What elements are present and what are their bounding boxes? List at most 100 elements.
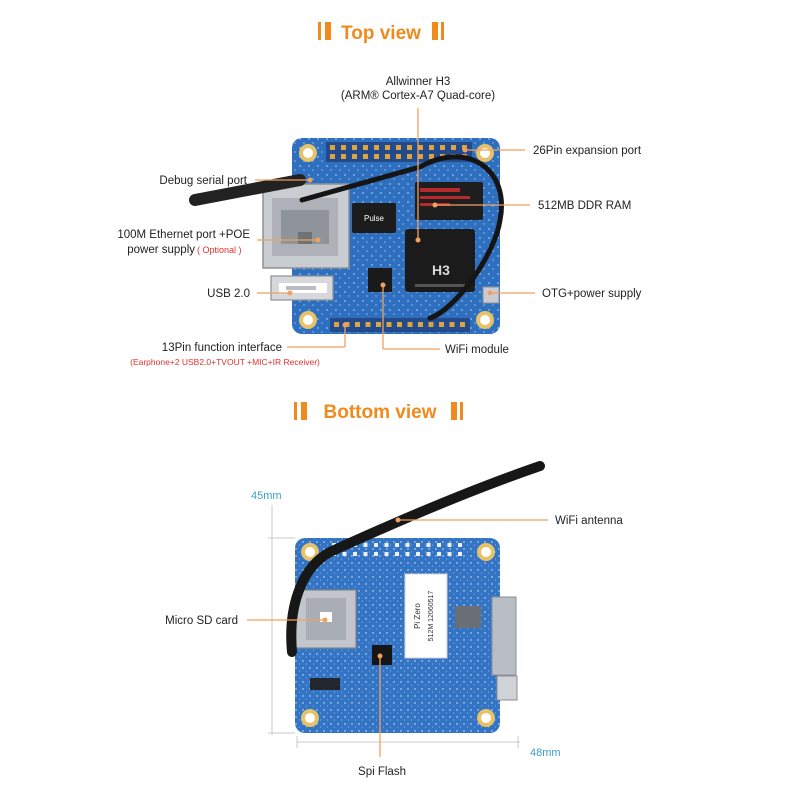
header-pin — [352, 145, 357, 150]
header-pad — [374, 543, 378, 547]
header-pin — [407, 154, 412, 159]
ethernet-label-line2: power supply — [127, 244, 195, 256]
cpu-label-line2: (ARM® Cortex-A7 Quad-core) — [341, 90, 495, 102]
function-pin — [460, 322, 465, 327]
header-pad — [342, 552, 347, 556]
ram-label: 512MB DDR RAM — [538, 200, 631, 212]
header-pin — [363, 154, 368, 159]
bottom-antenna — [286, 461, 545, 657]
bottom-labels: WiFi antenna Micro SD card Spi Flash — [165, 515, 623, 778]
function-pin — [355, 322, 360, 327]
header-pad — [416, 552, 420, 556]
function-label-line1: 13Pin function interface — [162, 342, 282, 354]
usb-port — [270, 275, 334, 301]
h3-soc: H3 — [405, 229, 475, 292]
height-dimension-label: 48mm — [530, 747, 561, 759]
debug-label: Debug serial port — [159, 175, 247, 187]
top-labels: Allwinner H3 (ARM® Cortex-A7 Quad-core) … — [117, 76, 642, 367]
function-header — [330, 318, 470, 332]
function-pin — [334, 322, 339, 327]
header-pin — [429, 145, 434, 150]
header-pad — [458, 543, 462, 547]
width-dimension-label: 45mm — [251, 490, 282, 502]
ethernet-side — [491, 596, 517, 676]
cpu-label-line1: Allwinner H3 — [386, 76, 451, 88]
header-pin — [407, 145, 412, 150]
pulse-marking: Pulse — [364, 214, 385, 223]
header-pad — [384, 552, 389, 556]
header-pin — [440, 145, 445, 150]
ethernet-optional-note: ( Optional ) — [197, 245, 242, 255]
header-pad — [437, 552, 441, 556]
header-pad — [426, 543, 431, 547]
function-pin — [397, 322, 402, 327]
bottom-view-title: Bottom view — [294, 402, 463, 423]
header-pad — [363, 552, 368, 556]
header-pad — [447, 552, 452, 556]
top-view-title: Top view — [318, 22, 444, 44]
function-pin — [365, 322, 371, 327]
bottom-leader-lines — [247, 517, 548, 757]
header-pin — [363, 145, 368, 150]
wifi-module-label: WiFi module — [445, 344, 509, 356]
soc-marking: H3 — [432, 262, 450, 278]
header-pin — [396, 154, 401, 159]
sticker-line2: 512M 12060517 — [428, 591, 435, 642]
function-pin — [449, 322, 455, 327]
header-pin — [396, 145, 401, 150]
expansion-label: 26Pin expansion port — [533, 145, 642, 157]
top-antenna-whip — [189, 174, 306, 206]
header-pin — [429, 154, 434, 159]
header-pin — [341, 154, 346, 159]
header-pin — [330, 145, 335, 150]
board-sticker: Pi Zero 512M 12060517 — [404, 573, 448, 659]
header-pin — [385, 145, 390, 150]
header-pin — [462, 145, 467, 150]
header-pin — [385, 154, 390, 159]
header-pin — [352, 154, 357, 159]
top-board: Pulse H3 — [189, 138, 504, 334]
header-pad — [416, 543, 420, 547]
function-pin — [376, 322, 381, 327]
header-pin — [451, 145, 456, 150]
header-pad — [405, 543, 410, 547]
wifi-chip — [368, 268, 392, 292]
header-pad — [395, 543, 399, 547]
header-pin — [418, 154, 423, 159]
bottom-board: Pi Zero 512M 12060517 — [286, 461, 545, 733]
bottom-mounting-holes — [301, 543, 495, 727]
header-pin — [418, 145, 423, 150]
function-pin — [418, 322, 423, 327]
header-pad — [363, 543, 368, 547]
header-pad — [353, 552, 357, 556]
ethernet-label-line1: 100M Ethernet port +POE — [117, 229, 250, 241]
header-pad — [384, 543, 389, 547]
header-pad — [374, 552, 378, 556]
function-label-line2: (Earphone+2 USB2.0+TVOUT +MIC+IR Receive… — [130, 357, 320, 367]
header-pad — [426, 552, 431, 556]
antenna-label: WiFi antenna — [555, 515, 623, 527]
bottom-component — [455, 606, 481, 628]
header-pad — [437, 543, 441, 547]
header-pin — [330, 154, 335, 159]
otg-label: OTG+power supply — [542, 288, 642, 300]
mounting-holes — [299, 144, 494, 329]
sd-card-label: Micro SD card — [165, 615, 238, 627]
header-pin — [374, 154, 379, 159]
sticker-line1: Pi Zero — [413, 603, 422, 629]
usb-label: USB 2.0 — [207, 288, 250, 300]
header-pad — [405, 552, 410, 556]
function-pin — [407, 322, 413, 327]
bottom-component — [310, 678, 340, 690]
function-pin — [439, 322, 444, 327]
bottom-view-title-text: Bottom view — [324, 402, 437, 423]
header-pin — [341, 145, 346, 150]
header-pad — [447, 543, 452, 547]
top-antenna — [299, 154, 504, 321]
top-leader-lines — [255, 108, 535, 350]
header-pad — [458, 552, 462, 556]
usb-side — [496, 675, 518, 701]
top-view-title-text: Top view — [341, 23, 421, 44]
header-pad — [395, 552, 399, 556]
